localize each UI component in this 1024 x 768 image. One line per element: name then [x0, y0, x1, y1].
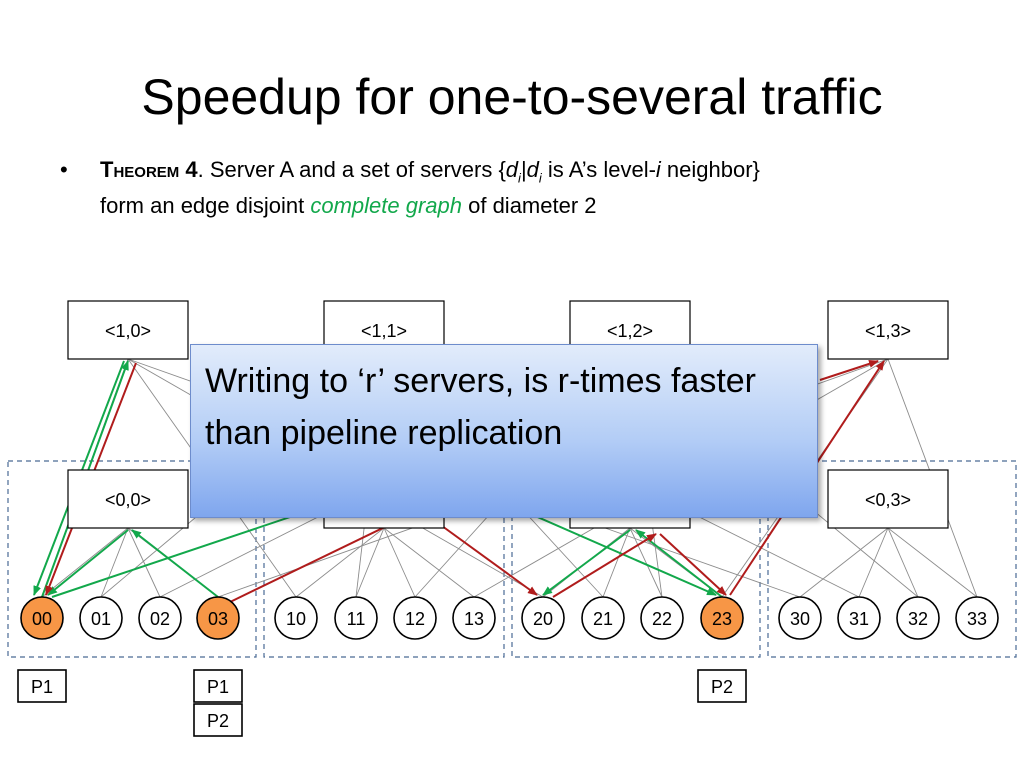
theorem-bullet: • Theorem 4. Server A and a set of serve…	[60, 156, 1000, 220]
server-11	[334, 596, 378, 640]
server-00-label: 00	[32, 609, 52, 629]
link-l0-1-6	[383, 527, 416, 598]
red-path-to-13	[819, 360, 879, 381]
green-path-03-to-00sw	[131, 529, 219, 598]
server-11-label: 11	[347, 609, 366, 629]
green-path-00sw-to-00	[47, 529, 129, 596]
switch-level0-0-label: <0,0>	[105, 490, 151, 510]
server-30-label: 30	[790, 609, 810, 629]
switch-level0-3-label: <0,3>	[865, 490, 911, 510]
server-00	[20, 596, 64, 640]
link-l0-0-0	[41, 527, 129, 598]
server-30	[778, 596, 822, 640]
theorem-label: Theorem 4	[100, 157, 198, 182]
server-group-3	[767, 460, 1017, 658]
server-32-label: 32	[908, 609, 928, 629]
theorem-text: Theorem 4. Server A and a set of servers…	[100, 156, 1000, 220]
pipeline-label-23-0: P2	[711, 677, 733, 697]
server-33-label: 33	[967, 609, 987, 629]
switch-level1-2-label: <1,2>	[607, 321, 653, 341]
theorem-text-2: is A’s level-	[541, 157, 656, 182]
theorem-text-3: neighbor}	[660, 157, 760, 182]
server-12	[393, 596, 437, 640]
pipeline-box-03-0	[193, 669, 243, 703]
server-10	[274, 596, 318, 640]
server-13-label: 13	[464, 609, 484, 629]
server-10-label: 10	[286, 609, 306, 629]
servers: 00 01 02 03 10 11 12 13 20 21 22 23 30 31 32 33	[20, 596, 999, 640]
theorem-bar: |	[520, 157, 527, 182]
pipeline-box-23-0	[697, 669, 747, 703]
switch-level0-3	[827, 469, 949, 529]
link-l0-0-1	[100, 527, 129, 598]
pipeline-label-03-0: P1	[207, 677, 229, 697]
switch-level1-0	[67, 300, 189, 360]
server-03-label: 03	[208, 609, 228, 629]
bullet-dot: •	[60, 157, 68, 182]
server-31	[837, 596, 881, 640]
server-13	[452, 596, 496, 640]
switch-level1-3-label: <1,3>	[865, 321, 911, 341]
server-33	[955, 596, 999, 640]
callout-box: Writing to ‘r’ servers, is r-times faste…	[190, 344, 818, 518]
pipeline-box-03-1	[193, 703, 243, 737]
server-23	[700, 596, 744, 640]
server-01-label: 01	[91, 609, 111, 629]
red-path-20-to-02sw	[552, 533, 657, 598]
link-l0-3-13	[858, 527, 889, 598]
server-group-0	[7, 460, 257, 658]
server-group-2	[511, 460, 761, 658]
slide-title: Speedup for one-to-several traffic	[141, 69, 883, 125]
server-22-label: 22	[652, 609, 672, 629]
red-path-02sw-to-23	[659, 533, 727, 596]
green-path-02sw-to-20	[542, 529, 631, 596]
link-l0-2-10	[629, 527, 663, 598]
server-12-label: 12	[405, 609, 425, 629]
theorem-sub1: i	[518, 170, 521, 186]
pipeline-box-00-0	[17, 669, 67, 703]
server-02	[138, 596, 182, 640]
link-l0-1-4	[295, 527, 385, 598]
theorem-i: i	[655, 157, 661, 182]
green-path-23-to-02sw	[635, 529, 723, 598]
link-l0-2-9	[602, 527, 631, 598]
switch-level1-3	[827, 300, 949, 360]
server-02-label: 02	[150, 609, 170, 629]
theorem-text-1: . Server A and a set of servers {	[197, 157, 506, 182]
theorem-d1: d	[505, 157, 519, 182]
theorem-sub2: i	[538, 170, 542, 186]
link-l0-3-14	[887, 527, 919, 598]
server-32	[896, 596, 940, 640]
server-23-label: 23	[712, 609, 732, 629]
pipeline-label-03-1: P2	[207, 711, 229, 731]
server-31-label: 31	[849, 609, 869, 629]
link-l0-3-12	[799, 527, 889, 598]
theorem-text-4: form an edge disjoint	[100, 193, 311, 219]
server-21-label: 21	[593, 609, 613, 629]
server-20-label: 20	[533, 609, 553, 629]
link-l0-1-7	[383, 527, 475, 598]
server-22	[640, 596, 684, 640]
theorem-highlight: complete graph	[310, 193, 462, 219]
server-01	[79, 596, 123, 640]
pipeline-label-00-0: P1	[31, 677, 53, 697]
switch-level0-0	[67, 469, 189, 529]
switch-level1-0-label: <1,0>	[105, 321, 151, 341]
server-03	[196, 596, 240, 640]
server-21	[581, 596, 625, 640]
link-l0-3-15	[887, 527, 978, 598]
link-l0-0-2	[127, 527, 161, 598]
server-20	[521, 596, 565, 640]
switch-level1-1-label: <1,1>	[361, 321, 407, 341]
theorem-d2: d	[526, 157, 539, 182]
theorem-text-5: of diameter 2	[462, 193, 597, 219]
